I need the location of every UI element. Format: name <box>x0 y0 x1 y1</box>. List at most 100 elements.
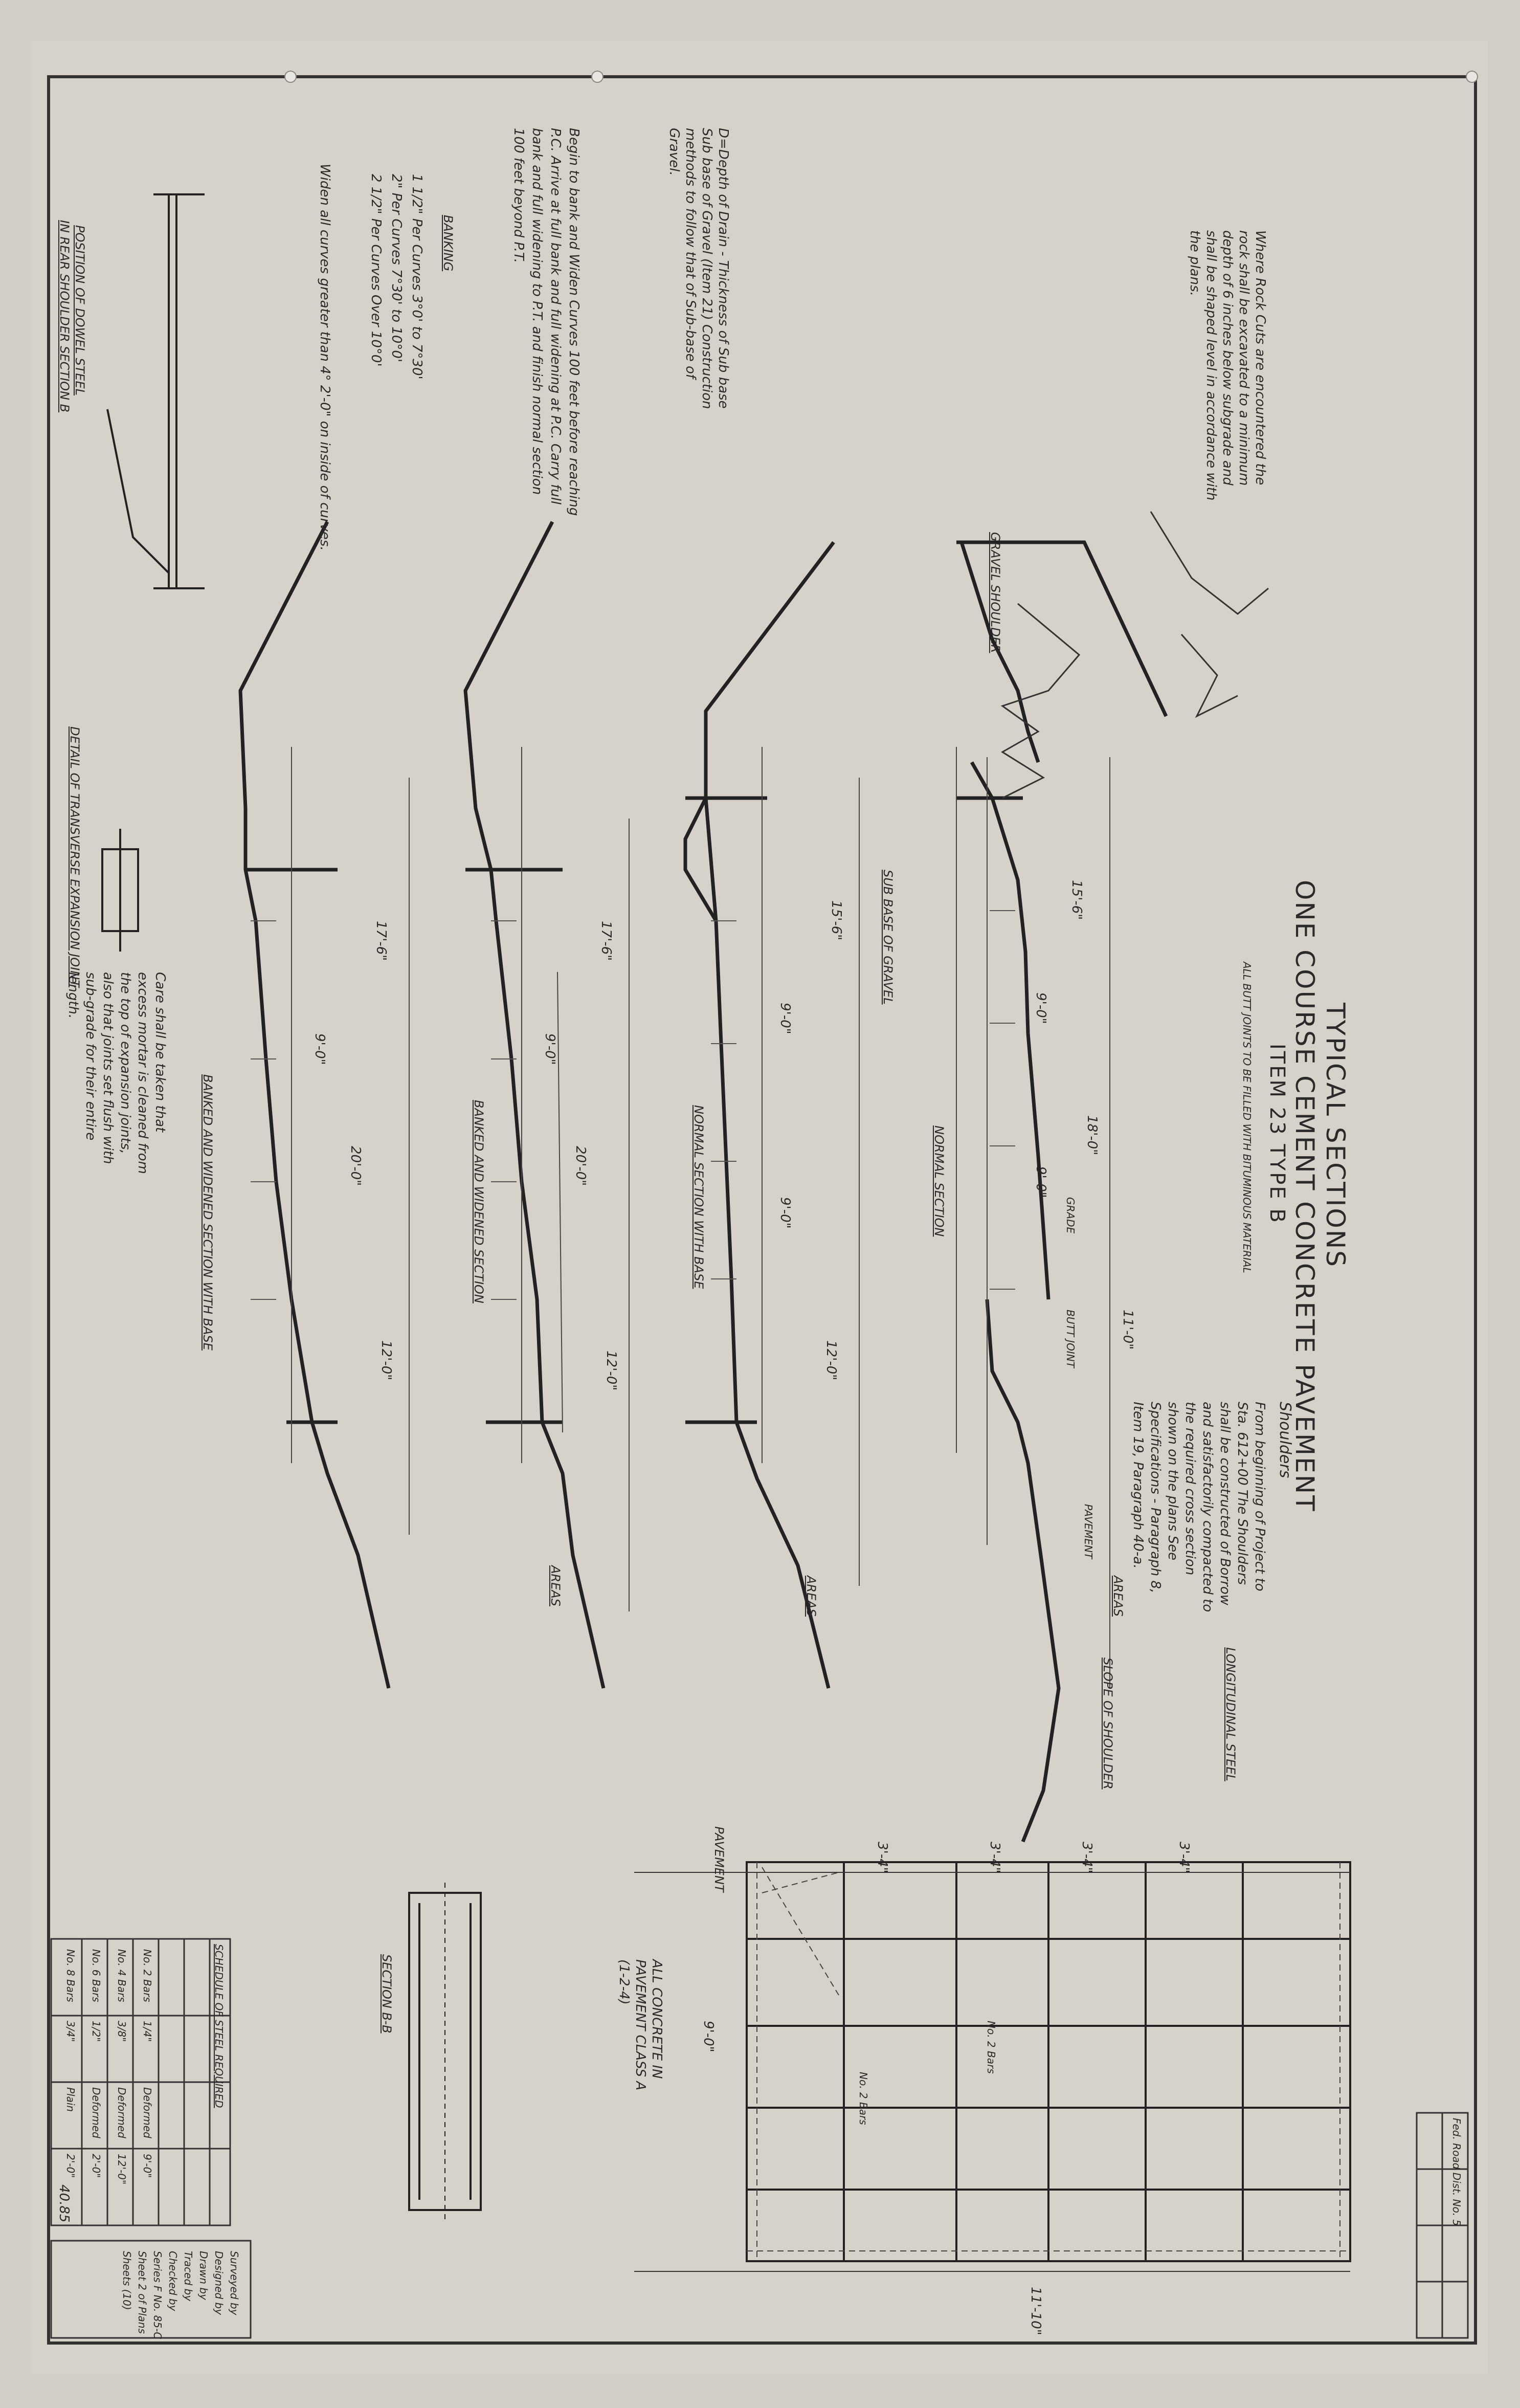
tb-row-6: Series F No. 85-C <box>151 2251 164 2339</box>
schedule-row-3-type: Deformed <box>90 2087 102 2138</box>
title-line-1: TYPICAL SECTIONS <box>1321 1003 1350 1268</box>
banking-line-2: 2" Per Curves 7°30' to 10°0' <box>389 174 404 363</box>
widening-note: Begin to bank and Widen Curves 100 feet … <box>511 128 582 516</box>
areas-label-2: AREAS <box>548 1565 563 1606</box>
tb-row-5: Checked by <box>167 2251 179 2311</box>
section-label-2: NORMAL SECTION WITH BASE <box>691 1105 706 1289</box>
gravel-shoulder-label: GRAVEL SHOULDER <box>988 532 1002 653</box>
dimension-lines <box>291 747 1110 1688</box>
tb-row-7: Sheet 2 of Plans <box>136 2251 148 2334</box>
cross-section-1 <box>956 540 1168 1843</box>
dim-3c: 9'-0" <box>542 1033 557 1065</box>
bituminous-note: ALL BUTT JOINTS TO BE FILLED WITH BITUMI… <box>1241 962 1253 1273</box>
areas-label-1: AREAS <box>804 1576 818 1617</box>
tb-row-1: Surveyed by <box>228 2251 240 2315</box>
expansion-joint-detail <box>101 829 139 952</box>
schedule-row-4-name: No. 8 Bars <box>64 1949 77 2002</box>
bars-label-1: No. 2 Bars <box>985 2021 997 2074</box>
cross-section-3 <box>463 521 606 1689</box>
joint-note: Care shall be taken that excess mortar i… <box>65 972 168 1174</box>
steel-schedule-table <box>50 1938 231 2226</box>
widen-note: Widen all curves greater than 4° 2'-0" o… <box>317 164 332 551</box>
schedule-title: SCHEDULE OF STEEL REQUIRED <box>213 1944 225 2108</box>
plan-dim-4: 3'-4" <box>1176 1842 1192 1873</box>
dim-4a: 20'-0" <box>348 1146 363 1186</box>
schedule-row-3-size: 1/2" <box>90 2021 102 2042</box>
dim-3d: 17'-6" <box>598 921 614 961</box>
schedule-row-2-size: 3/8" <box>116 2021 128 2042</box>
rock-cuts-note: Where Rock Cuts are encountered the rock… <box>1187 230 1268 501</box>
tb-row-3: Drawn by <box>197 2251 210 2300</box>
dim-2c: 9'-0" <box>777 1197 793 1229</box>
banking-line-3: 2 1/2" Per Curves Over 10°0' <box>368 174 384 367</box>
dim-1b: 11'-0" <box>1120 1310 1135 1350</box>
dim-1c: 15'-6" <box>1069 880 1084 920</box>
schedule-row-2-type: Deformed <box>116 2087 128 2138</box>
title-block <box>50 2240 252 2339</box>
punch-hole <box>284 71 297 83</box>
plan-dim-5: 11'-10" <box>1028 2287 1043 2335</box>
banking-head: BANKING <box>441 215 455 272</box>
schedule-row-4-size: 3/4" <box>64 2021 77 2042</box>
center-line-label: PAVEMENT <box>712 1826 726 1892</box>
tb-row-4: Traced by <box>182 2251 194 2302</box>
section-bb-label: SECTION B-B <box>379 1954 394 2034</box>
section-label-4: BANKED AND WIDENED SECTION WITH BASE <box>200 1074 215 1351</box>
section-label-3: BANKED AND WIDENED SECTION <box>472 1100 486 1304</box>
slab-plan-view <box>746 1861 1351 2262</box>
dim-3b: 12'-0" <box>603 1351 619 1391</box>
dim-2d: 15'-6" <box>829 900 844 941</box>
dowel-detail <box>106 193 205 589</box>
punch-hole <box>591 71 603 83</box>
shoulder-slope-label: SLOPE OF SHOULDER <box>1101 1658 1115 1790</box>
longitudinal-label: LONGITUDINAL STEEL <box>1223 1647 1238 1781</box>
shoulders-head: Shoulders <box>1276 1402 1294 1478</box>
concrete-note: ALL CONCRETE IN PAVEMENT CLASS A (1-2-4) <box>616 1959 664 2091</box>
joint-detail-label: DETAIL OF TRANSVERSE EXPANSION JOINT <box>68 726 82 987</box>
banking-line-1: 1 1/2" Per Curves 3°0' to 7°30' <box>409 174 424 380</box>
rock-fill-section-1 <box>1000 511 1269 799</box>
section-label-1: NORMAL SECTION <box>932 1125 946 1237</box>
slab-ticks <box>251 910 1015 1300</box>
dim-4d: 17'-6" <box>373 921 389 961</box>
dim-3a: 20'-0" <box>573 1146 588 1186</box>
punch-hole <box>1466 71 1478 83</box>
butt-joint-label: BUTT JOINT <box>1064 1310 1077 1368</box>
schedule-row-3-name: No. 6 Bars <box>90 1949 102 2002</box>
grade-label: GRADE <box>1064 1197 1077 1234</box>
dim-2a: 12'-0" <box>823 1340 839 1381</box>
section-bb-detail <box>408 1883 482 2220</box>
tb-sheets: Sheets (10) <box>121 2251 133 2310</box>
plan-dim-1: 3'-4" <box>875 1842 890 1873</box>
schedule-row-1-len: 9'-0" <box>141 2154 153 2178</box>
schedule-row-3-len: 2'-0" <box>90 2154 102 2178</box>
sheet-border <box>47 75 1477 2345</box>
pavement-label: PAVEMENT <box>1082 1504 1094 1559</box>
plan-dim-6: 9'-0" <box>701 2021 716 2052</box>
dim-1a: 18'-0" <box>1084 1115 1100 1156</box>
schedule-row-1-type: Deformed <box>141 2087 153 2138</box>
dim-4b: 12'-0" <box>378 1340 394 1381</box>
title-line-3: ITEM 23 TYPE B <box>1265 1044 1289 1224</box>
schedule-row-2-name: No. 4 Bars <box>116 1949 128 2002</box>
schedule-row-4-type: Plain <box>64 2087 77 2112</box>
schedule-total: 40.85 <box>56 2184 72 2223</box>
dowel-sub: IN REAR SHOULDER SECTION B <box>57 220 72 413</box>
dim-1e: 9'-0" <box>1033 1166 1048 1198</box>
shoulders-body: From beginning of Project to Sta. 612+00… <box>1130 1402 1267 1612</box>
schedule-row-1-size: 1/4" <box>141 2021 153 2042</box>
title-line-2: ONE COURSE CEMENT CONCRETE PAVEMENT <box>1290 880 1320 1513</box>
tb-row-2: Designed by <box>213 2251 225 2315</box>
dowel-head: POSITION OF DOWEL STEEL <box>73 225 87 396</box>
schedule-row-1-name: No. 2 Bars <box>141 1949 153 2002</box>
corner-table <box>1416 2112 1469 2339</box>
sub-base-label: SUB BASE OF GRAVEL <box>881 870 895 1005</box>
plan-dim-3: 3'-4" <box>1079 1842 1094 1873</box>
dim-1d: 9'-0" <box>1033 992 1048 1024</box>
areas-label-3: AREAS <box>1111 1576 1125 1617</box>
dim-4c: 9'-0" <box>312 1033 327 1065</box>
schedule-row-4-len: 2'-0" <box>64 2154 77 2178</box>
plan-dim-2: 3'-4" <box>987 1842 1002 1873</box>
ditch-note: D=Depth of Drain - Thickness of Sub base… <box>666 128 731 409</box>
